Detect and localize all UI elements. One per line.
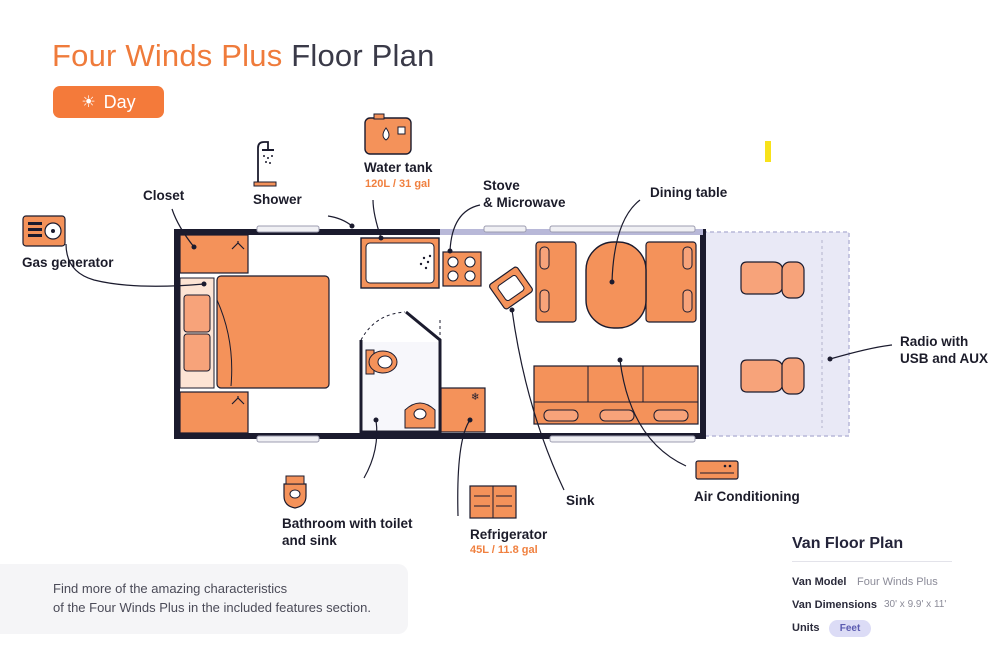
units-label: Units (792, 622, 820, 634)
toilet-sink-icon (283, 475, 307, 509)
radio-label-line1: Radio with (900, 334, 969, 349)
burner-icons (447, 256, 476, 282)
closet-top (179, 234, 249, 274)
bathroom-sink-icon (404, 402, 436, 429)
leader-lines (65, 199, 893, 517)
radio-label-line2: USB and AUX (900, 351, 989, 366)
title-suffix: Floor Plan (291, 38, 435, 73)
driver-seat-icon (740, 261, 805, 299)
day-mode-button[interactable]: ☀ Day (53, 86, 164, 118)
refrigerator-icon (469, 485, 517, 519)
van-dimensions-label: Van Dimensions (792, 599, 877, 611)
specs-title: Van Floor Plan (792, 535, 904, 552)
bathroom-label-line1: Bathroom with toilet (282, 516, 413, 531)
shower-label: Shower (253, 192, 302, 207)
van-model-label: Van Model (792, 576, 847, 588)
sink-label: Sink (566, 493, 595, 508)
kitchen-sink (489, 266, 533, 310)
refrigerator-label: Refrigerator (470, 527, 548, 542)
info-text-line2: of the Four Winds Plus in the included f… (53, 600, 371, 615)
refrigerator (440, 387, 486, 433)
van-model-value: Four Winds Plus (857, 576, 938, 588)
specs-divider (792, 561, 952, 562)
units-badge[interactable]: Feet (829, 620, 871, 637)
gas-generator-label: Gas generator (22, 255, 114, 270)
info-card (0, 564, 408, 634)
bathroom-label-line2: and sink (282, 533, 337, 548)
water-tank-icon (364, 113, 412, 155)
windows (256, 225, 696, 443)
snowflake-icon: ❄ (471, 392, 479, 403)
shower-head-icon (419, 254, 432, 270)
info-text: Find more of the amazing characteristics… (53, 579, 371, 617)
passenger-seat-icon (740, 357, 805, 395)
sofa-cushions (543, 409, 689, 422)
toilet-icon (365, 349, 398, 375)
shower-icon (253, 141, 277, 187)
air-conditioner-icon (695, 460, 739, 480)
stove (442, 251, 482, 287)
yellow-marker (765, 141, 771, 162)
air-conditioning-label: Air Conditioning (694, 489, 800, 504)
pillow (183, 333, 211, 372)
refrigerator-capacity: 45L / 11.8 gal (470, 544, 538, 556)
info-text-line1: Find more of the amazing characteristics (53, 581, 288, 596)
bed (216, 275, 330, 389)
dining-table-label: Dining table (650, 185, 728, 200)
leader-dots (191, 223, 833, 423)
hanger-icon (231, 396, 245, 405)
hanger-icon (231, 241, 245, 250)
day-mode-label: Day (103, 91, 136, 112)
closet-label: Closet (143, 188, 185, 203)
pillow (183, 294, 211, 333)
bathroom-wall (359, 310, 442, 434)
van-dimensions-value: 30' x 9.9' x 11' (884, 599, 947, 610)
title-model-name: Four Winds Plus (52, 38, 283, 73)
stove-label-line2: & Microwave (483, 195, 566, 210)
water-tank-label: Water tank (364, 160, 433, 175)
sun-icon: ☀ (81, 94, 96, 111)
page-title: Four Winds Plus Floor Plan (52, 38, 435, 74)
stove-label-line1: Stove (483, 178, 520, 193)
gas-generator-icon (22, 215, 66, 247)
dining-table (585, 241, 647, 329)
water-tank-capacity: 120L / 31 gal (365, 178, 431, 190)
